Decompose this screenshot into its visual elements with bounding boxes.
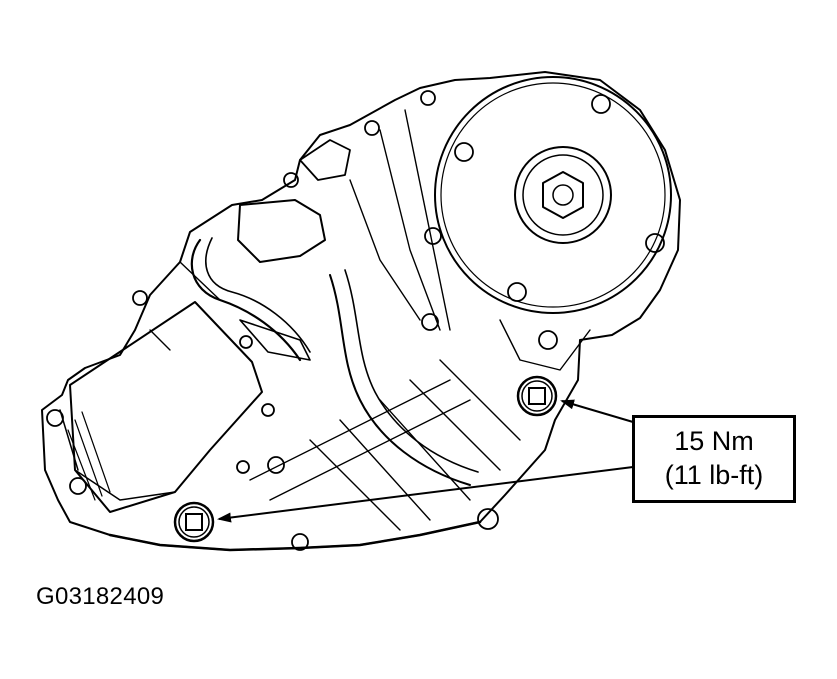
fill-plug-upper	[516, 375, 558, 417]
arrow-icon	[217, 399, 634, 523]
drain-plug-lower	[173, 501, 215, 543]
shift-motor	[69, 301, 263, 513]
housing-outline	[41, 71, 681, 551]
arrow-to-lower-plug	[217, 466, 634, 523]
speed-sensor-connector	[237, 199, 326, 263]
arrow-to-upper-plug	[560, 399, 634, 423]
case-bolts	[46, 90, 558, 551]
case-ribs	[149, 109, 591, 531]
front-output-cover	[434, 76, 672, 314]
output-flange	[514, 146, 612, 244]
cover-bolts	[421, 94, 665, 331]
figure-code: G03182409	[36, 583, 165, 610]
torque-metric-label: 15 Nm	[674, 426, 754, 457]
torque-callout: 15 Nm (11 lb-ft)	[632, 415, 796, 503]
vent-tube	[329, 274, 471, 486]
output-nut	[542, 171, 584, 219]
torque-imperial-label: (11 lb-ft)	[664, 460, 764, 490]
mounting-flange	[108, 520, 482, 552]
plug-bolt-icon	[173, 375, 558, 543]
transfer-case-assembly-illustration	[41, 71, 681, 552]
